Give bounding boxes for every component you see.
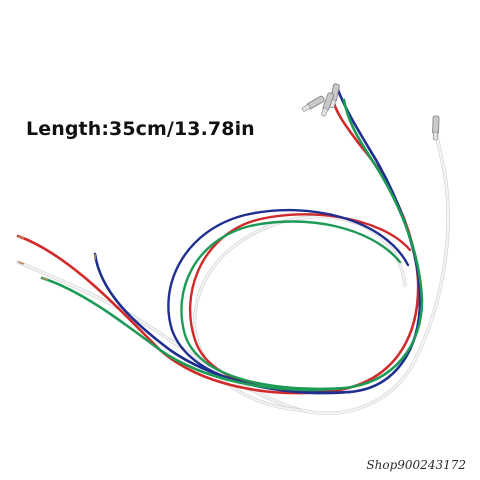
length-caption: Length:35cm/13.78in bbox=[26, 118, 255, 140]
shop-watermark: Shop900243172 bbox=[366, 458, 466, 472]
green-wire bbox=[40, 98, 424, 392]
stripped-tips bbox=[17, 235, 96, 281]
connector-pins bbox=[301, 83, 440, 141]
connector-pin bbox=[301, 95, 325, 112]
red-wire bbox=[16, 94, 420, 395]
connector-pin bbox=[432, 115, 440, 141]
connector-pin bbox=[321, 92, 335, 117]
